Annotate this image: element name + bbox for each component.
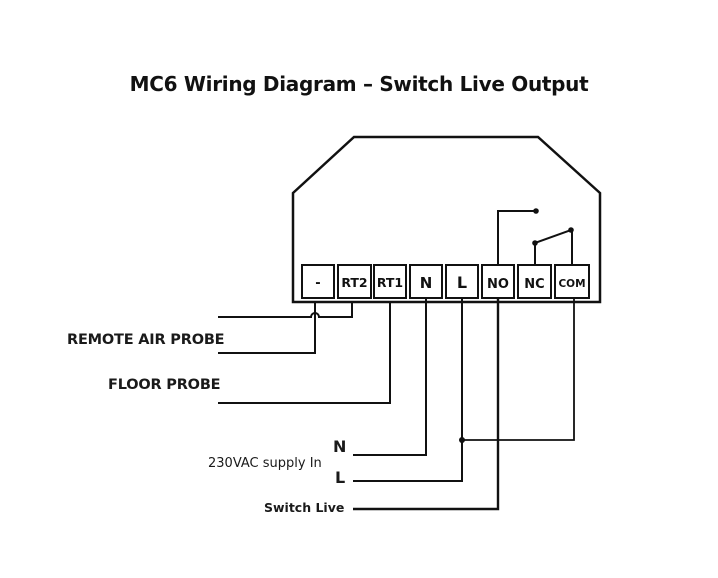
terminal-n-box <box>409 264 443 299</box>
wire-supply-neutral <box>353 298 427 456</box>
label-supply-n: N <box>333 437 347 456</box>
terminal-rt1-box <box>373 264 407 299</box>
wire-remote-air-probe <box>218 302 353 318</box>
terminal-l-label: L <box>457 273 467 292</box>
wire-minus-terminal <box>218 302 316 354</box>
label-supply-l: L <box>335 468 346 487</box>
label-remote-air-probe: REMOTE AIR PROBE <box>67 332 225 348</box>
terminal-minus-box <box>301 264 335 299</box>
wire-supply-live <box>353 298 463 482</box>
terminal-n-label: N <box>420 274 433 292</box>
wire-switch-live <box>353 298 500 511</box>
terminal-no-label: NO <box>487 277 509 292</box>
terminal-rt2-label: RT2 <box>341 275 367 290</box>
terminal-no-box <box>481 264 515 299</box>
label-floor-probe: FLOOR PROBE <box>108 377 221 393</box>
terminal-nc-label: NC <box>524 277 544 292</box>
terminal-com-label: COM <box>558 278 585 290</box>
relay-nc-contact-dot <box>532 240 538 246</box>
terminal-rt2-box <box>337 264 372 299</box>
terminal-minus-label: - <box>315 276 320 291</box>
relay-no-internal-wire <box>497 210 537 265</box>
terminal-nc-box <box>517 264 552 299</box>
thermostat-enclosure <box>291 135 602 304</box>
terminal-l-box <box>445 264 479 299</box>
wire-floor-probe <box>218 302 391 404</box>
label-supply: 230VAC supply In <box>208 456 322 471</box>
terminal-rt1-label: RT1 <box>377 275 403 290</box>
diagram-title: MC6 Wiring Diagram – Switch Live Output <box>129 72 589 96</box>
label-switch-live: Switch Live <box>264 500 345 515</box>
terminal-com-box <box>554 264 590 299</box>
relay-no-contact-dot <box>533 208 539 214</box>
wire-live-to-com-link <box>462 298 575 441</box>
junction-dot-live-com <box>459 437 465 443</box>
relay-switch-arm <box>533 228 573 245</box>
relay-com-contact-dot <box>568 227 574 233</box>
